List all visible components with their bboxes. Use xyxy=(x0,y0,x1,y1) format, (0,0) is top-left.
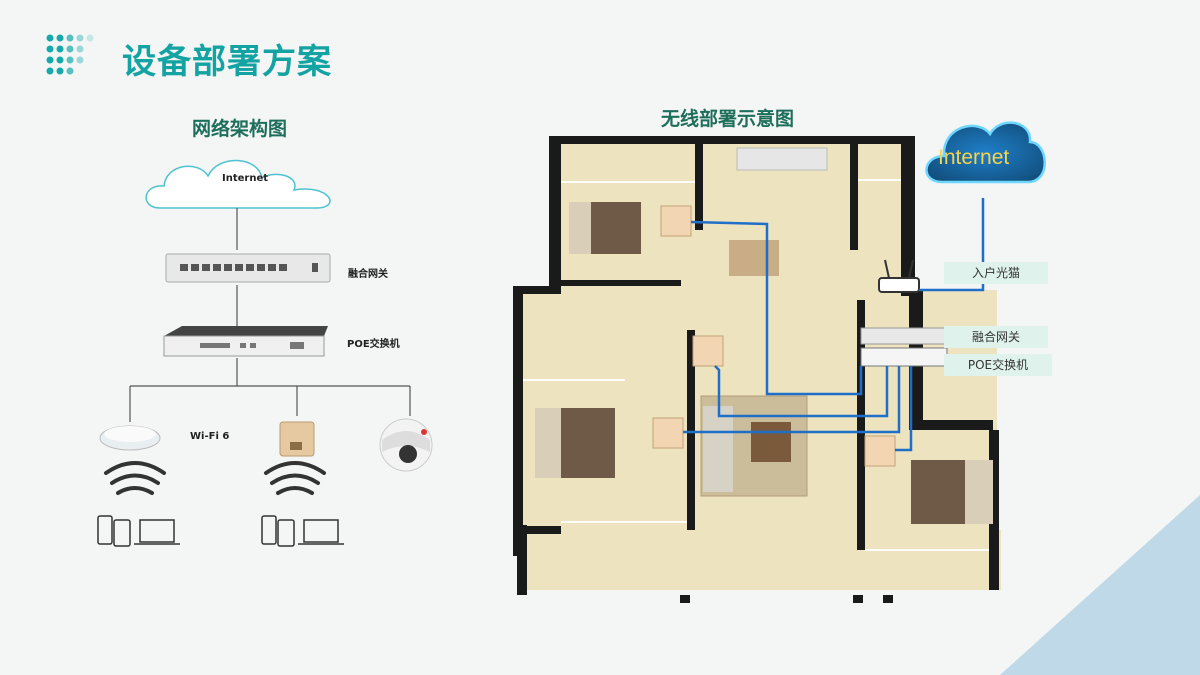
right-heading: 无线部署示意图 xyxy=(661,108,795,130)
slide-title: 设备部署方案 xyxy=(122,42,332,82)
logo-dots-icon xyxy=(46,34,94,75)
poe-switch-icon xyxy=(163,326,328,357)
camera-icon xyxy=(379,418,433,472)
cloud-label: Internet xyxy=(222,173,269,184)
wifi-label: Wi-Fi 6 xyxy=(190,431,230,442)
internet-cloud-icon xyxy=(145,159,331,209)
internet-cloud-right-icon xyxy=(925,121,1046,184)
floor-plan xyxy=(513,136,1001,603)
router-icon xyxy=(878,259,920,293)
kitchen-counter-icon xyxy=(736,147,828,171)
wifi-waves-icon xyxy=(104,461,326,495)
client-devices-icon xyxy=(97,515,344,547)
gateway-device-icon xyxy=(165,253,331,283)
poe-label: POE交换机 xyxy=(347,339,400,350)
plan-gateway-icon xyxy=(860,327,948,345)
dining-table-icon xyxy=(729,240,779,276)
bed-icon xyxy=(535,202,993,524)
corner-decoration xyxy=(1000,495,1200,675)
cable-lines xyxy=(683,198,985,452)
gateway-label: 融合网关 xyxy=(348,269,388,280)
left-heading: 网络架构图 xyxy=(192,118,288,140)
plan-poe-label: POE交换机 xyxy=(944,354,1052,376)
internet-cloud-right-label: Internet xyxy=(938,146,1010,169)
plan-ap-icon xyxy=(652,205,896,467)
modem-label: 入户光猫 xyxy=(944,262,1048,284)
ceiling-ap-icon xyxy=(99,425,161,451)
sofa-icon xyxy=(700,395,808,497)
network-diagram xyxy=(97,159,433,547)
panel-ap-icon xyxy=(279,421,315,457)
plan-poe-icon xyxy=(860,347,948,367)
plan-gateway-label: 融合网关 xyxy=(944,326,1048,348)
